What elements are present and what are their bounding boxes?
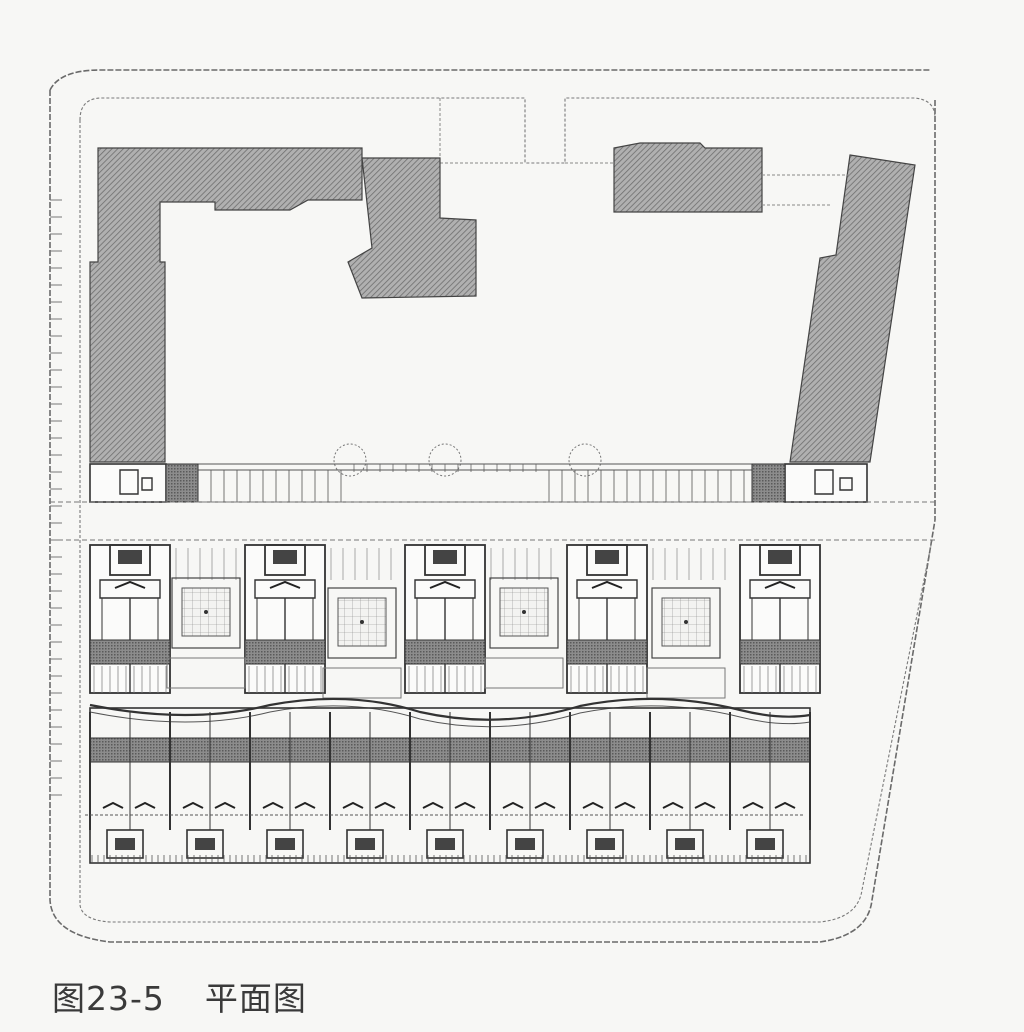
caption-title: 平面图 — [204, 979, 307, 1018]
lower-unit — [325, 801, 405, 859]
site-boundary — [49, 69, 936, 943]
lower-unit — [85, 801, 165, 859]
lower-unit — [245, 801, 325, 859]
hatched-building-northeast — [613, 142, 763, 213]
courtyard-square — [166, 577, 246, 689]
house-block — [244, 544, 392, 694]
curved-walkway-inner — [89, 705, 811, 728]
inner-road-edge — [79, 97, 936, 923]
lower-house-row — [85, 707, 811, 864]
left-edge-ticks — [50, 199, 62, 796]
courtyard-trees — [333, 443, 602, 477]
lower-unit — [725, 801, 805, 859]
terrace-band — [197, 463, 753, 503]
hatched-building-west — [89, 147, 363, 463]
hatched-building-north — [347, 157, 477, 299]
figure-caption: 图23-5 平面图 — [52, 972, 307, 1020]
lower-unit — [485, 801, 565, 859]
northeast-dashed-link — [762, 174, 850, 206]
caption-number: 图23-5 — [52, 979, 165, 1018]
house-block — [89, 544, 237, 694]
central-road-edges — [50, 501, 935, 541]
house-block — [739, 544, 821, 694]
lower-unit — [405, 801, 485, 859]
house-block — [404, 544, 552, 694]
courtyard-square — [646, 587, 726, 699]
hatched-building-east — [789, 154, 916, 463]
house-block — [566, 544, 726, 694]
courtyard-square — [322, 587, 402, 699]
east-corner-unit — [751, 463, 868, 503]
courtyard-square — [484, 577, 564, 689]
west-corner-unit — [89, 463, 199, 503]
lower-unit — [165, 801, 245, 859]
curved-walkway — [89, 697, 811, 721]
upper-house-row — [89, 544, 821, 699]
lower-unit — [565, 801, 645, 859]
lower-unit — [645, 801, 725, 859]
site-plan-drawing — [49, 69, 936, 943]
